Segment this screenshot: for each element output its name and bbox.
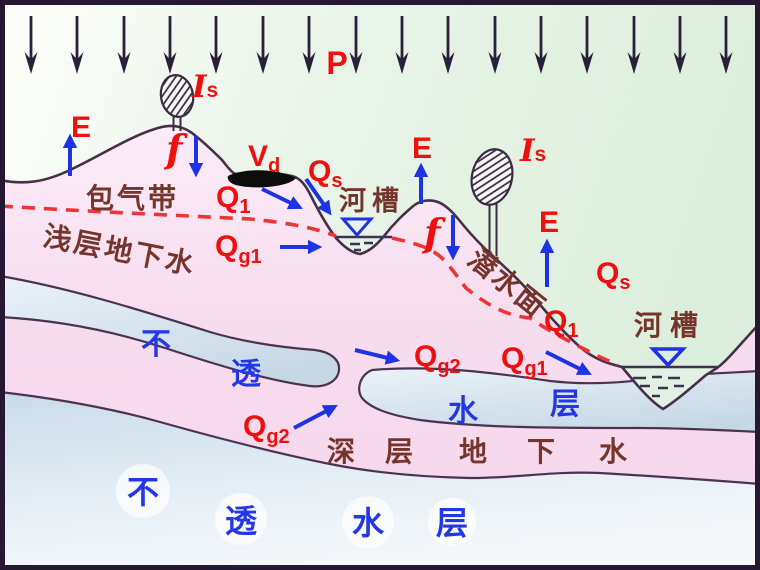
- river-channel-label: 河槽: [634, 309, 706, 342]
- vadose-zone-label: 包气带: [86, 182, 179, 215]
- deep-gw-runoff-label: Qg2: [243, 410, 290, 448]
- tree: [470, 148, 514, 256]
- interception-label: Is: [519, 133, 546, 169]
- deep-gw-char: 深: [327, 435, 355, 468]
- deep-gw-runoff-label: Qg2: [414, 340, 461, 378]
- deep-gw-char: 水: [599, 435, 628, 468]
- deep-groundwater-label: 深 层 地 下 水: [327, 435, 628, 468]
- shallow-gw-runoff-label: Qg1: [215, 230, 262, 268]
- shallow-gw-arrow: [545, 350, 592, 375]
- evaporation-label: E: [539, 206, 559, 239]
- aquitard-char: 水: [352, 504, 385, 542]
- deep-gw-char: 地: [459, 435, 487, 468]
- aquitard-char: 不: [127, 473, 159, 511]
- aquitard-char: 不: [141, 327, 171, 362]
- surface-runoff-arrow: [304, 177, 332, 216]
- river-channel-2-water: [623, 367, 717, 409]
- deep-gw-char: 下: [527, 435, 555, 468]
- aquitard-char: 层: [436, 504, 468, 542]
- surface-runoff-label: Qs: [308, 155, 342, 192]
- lower-aquitard-label: 不 透 水 层: [127, 473, 468, 542]
- surface-runoff-label: Qs: [596, 257, 630, 294]
- aquitard-char: 层: [550, 387, 580, 422]
- river-channel-label: 河槽: [339, 186, 405, 217]
- deep-gw-arrow: [293, 404, 338, 430]
- label-halos: [116, 464, 476, 548]
- depression-storage-label: Vd: [248, 140, 280, 177]
- upper-aquitard-left: [0, 274, 341, 388]
- interflow-label: Q1: [544, 305, 578, 342]
- water-level-icon: [648, 347, 688, 368]
- aquitard-char: 透: [225, 502, 257, 540]
- interflow-arrow: [261, 187, 303, 210]
- aquitard-char: 水: [448, 394, 479, 429]
- flux-arrows: [62, 133, 592, 430]
- interception-label: Is: [191, 69, 218, 105]
- water-table-dashes: [0, 204, 619, 367]
- precipitation-label: P: [326, 45, 347, 81]
- aquitard-char: 透: [231, 357, 261, 392]
- evaporation-label: E: [71, 111, 91, 144]
- water-level-icon: [339, 217, 375, 238]
- river-channel-2-marker: [621, 347, 719, 369]
- deep-gw-char: 层: [385, 435, 413, 468]
- lower-aquitard: [0, 390, 760, 570]
- interflow-label: Q1: [216, 181, 250, 218]
- upper-aquitard-label: 不 透 水 层: [141, 327, 580, 429]
- river-channel-1-water: [336, 217, 392, 252]
- tree: [159, 74, 195, 131]
- evaporation-label: E: [412, 132, 432, 165]
- shallow-gw-runoff-label: Qg1: [501, 342, 548, 380]
- depression-storage-pond: [227, 170, 296, 188]
- deep-gw-arrow: [354, 348, 401, 365]
